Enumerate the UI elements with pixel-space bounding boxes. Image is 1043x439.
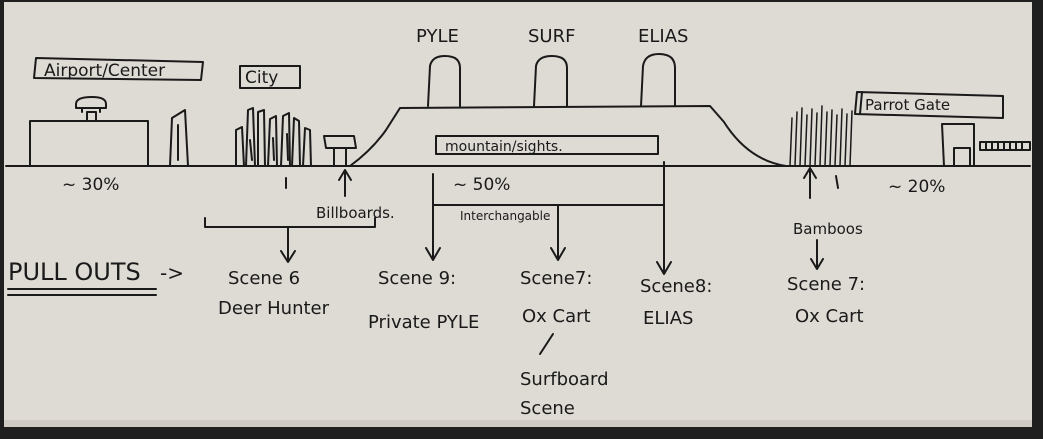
scene9-arrow: [425, 173, 441, 261]
gate-building: [941, 123, 1031, 167]
paper-shadow: [4, 420, 1032, 427]
interchangeable-label: Interchangable: [460, 209, 550, 223]
city-skyline: [235, 107, 312, 167]
scene9-line1: Scene 9:: [378, 268, 456, 289]
surfboard-connector: [539, 333, 554, 355]
scene8-line2: ELIAS: [643, 308, 693, 329]
airport-building: [29, 96, 149, 167]
billboards-label: Billboards.: [316, 204, 395, 222]
parrot-gate-label: Parrot Gate: [865, 96, 950, 114]
mountain-sights-label: mountain/sights.: [445, 139, 563, 155]
pct-right: ~ 20%: [888, 177, 945, 197]
surfboard-line2: Scene: [520, 398, 575, 419]
elias-label: ELIAS: [638, 26, 688, 47]
scene9-line2: Private PYLE: [368, 312, 479, 333]
surfboard-line1: Surfboard: [520, 369, 609, 390]
pull-outs-arrow: ->: [160, 261, 184, 285]
airport-label: Airport/Center: [44, 61, 165, 81]
scene7a-line1: Scene7:: [520, 268, 592, 289]
paper-sheet: [4, 2, 1032, 427]
pull-outs-underline: [7, 288, 157, 296]
pct-mid: ~ 50%: [453, 175, 510, 195]
billboard-arrow: [338, 169, 352, 197]
surf-label: SURF: [528, 26, 575, 47]
pyle-tower: [427, 55, 461, 107]
pyle-label: PYLE: [416, 26, 459, 47]
elias-tower: [640, 53, 676, 107]
bamboo-grove: [789, 105, 853, 167]
scene8-line1: Scene8:: [640, 276, 712, 297]
tower-sketch: [169, 109, 189, 167]
scene6-arrow: [280, 226, 296, 263]
pct-left: ~ 30%: [62, 175, 119, 195]
scene7b-line1: Scene 7:: [787, 274, 865, 295]
scene6-line2: Deer Hunter: [218, 298, 330, 319]
bamboos-label: Bamboos: [793, 220, 863, 238]
mountain-sights-box: [435, 135, 659, 155]
bamboo-tick: [835, 175, 839, 189]
scene6-bracket: [204, 217, 376, 228]
surf-tower: [533, 55, 568, 107]
scene8-arrow: [656, 161, 672, 275]
mountain-outline: [349, 105, 787, 167]
airport-label-box: [33, 57, 204, 81]
bamboo-up-arrow: [803, 167, 817, 199]
bamboo-down-arrow: [810, 239, 824, 270]
pull-outs-title: PULL OUTS: [8, 258, 141, 286]
scene7a-line2: Ox Cart: [522, 306, 591, 327]
parrot-gate-sign: [854, 91, 1004, 119]
scene7-arrow: [550, 204, 566, 261]
city-label: City: [245, 68, 278, 88]
billboard-sketch: [323, 135, 357, 167]
scene6-line1: Scene 6: [228, 268, 300, 289]
scene7b-line2: Ox Cart: [795, 306, 864, 327]
city-label-box: [239, 65, 301, 89]
